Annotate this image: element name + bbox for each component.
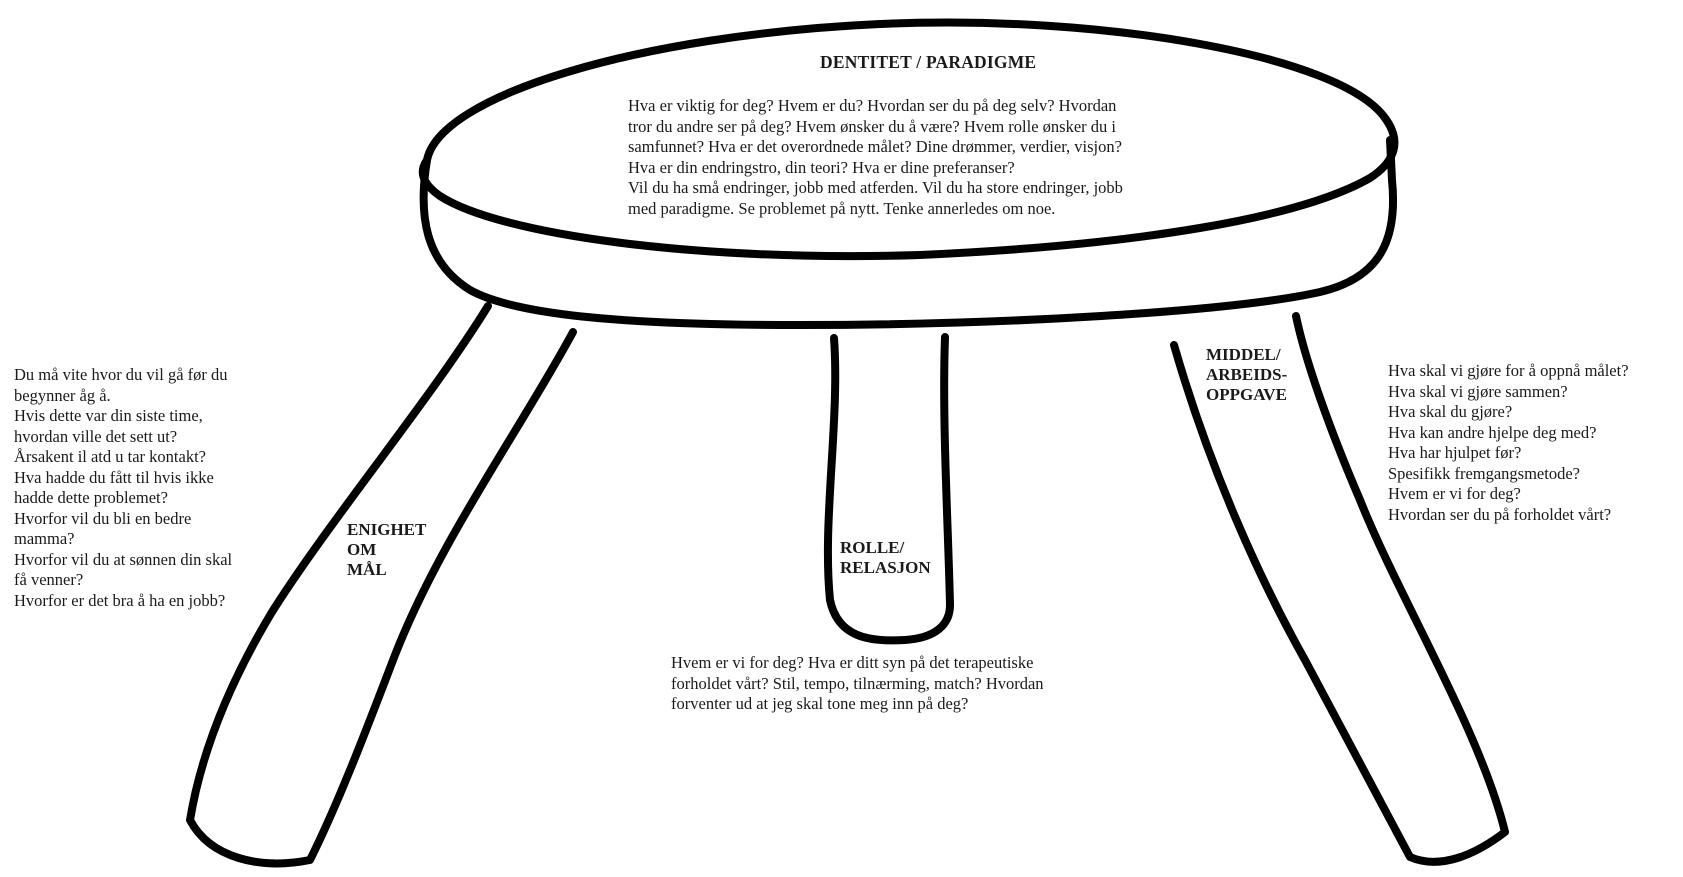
left-question-line: Du må vite hvor du vil gå før du [14, 365, 232, 386]
seat-title: DENTITET / PARADIGME [820, 52, 1036, 73]
right-question-line: Hva skal vi gjøre sammen? [1388, 382, 1629, 403]
left-question-line: hadde dette problemet? [14, 488, 232, 509]
seat-question-line: Vil du ha små endringer, jobb med atferd… [628, 178, 1123, 199]
right-leg-questions: Hva skal vi gjøre for å oppnå målet? Hva… [1388, 361, 1629, 525]
left-leg-questions: Du må vite hvor du vil gå før du begynne… [14, 365, 232, 611]
left-question-line: mamma? [14, 529, 232, 550]
seat-question-line: samfunnet? Hva er det overordnede målet?… [628, 137, 1123, 158]
middle-leg-label-line: RELASJON [840, 558, 931, 578]
left-question-line: Hvorfor vil du at sønnen din skal [14, 550, 232, 571]
right-question-line: Hva skal du gjøre? [1388, 402, 1629, 423]
middle-leg-questions: Hvem er vi for deg? Hva er ditt syn på d… [671, 653, 1044, 715]
left-question-line: Hva hadde du fått til hvis ikke [14, 468, 232, 489]
middle-question-line: forholdet vårt? Stil, tempo, tilnærming,… [671, 674, 1044, 695]
middle-leg-label-line: ROLLE/ [840, 538, 931, 558]
middle-question-line: forventer ud at jeg skal tone meg inn på… [671, 694, 1044, 715]
middle-leg-label: ROLLE/ RELASJON [840, 538, 931, 578]
right-leg-label-line: MIDDEL/ [1206, 345, 1287, 365]
right-question-line: Hva har hjulpet før? [1388, 443, 1629, 464]
seat-question-line: Hva er viktig for deg? Hvem er du? Hvord… [628, 96, 1123, 117]
left-question-line: Hvorfor vil du bli en bedre [14, 509, 232, 530]
left-leg-outline [190, 306, 573, 863]
seat-question-line: tror du andre ser på deg? Hvem ønsker du… [628, 117, 1123, 138]
right-question-line: Hva kan andre hjelpe deg med? [1388, 423, 1629, 444]
middle-question-line: Hvem er vi for deg? Hva er ditt syn på d… [671, 653, 1044, 674]
left-question-line: Hvorfor er det bra å ha en jobb? [14, 591, 232, 612]
left-question-line: begynner åg å. [14, 386, 232, 407]
left-leg-label-line: ENIGHET [347, 520, 426, 540]
right-question-line: Spesifikk fremgangsmetode? [1388, 464, 1629, 485]
right-leg-label-line: OPPGAVE [1206, 385, 1287, 405]
left-question-line: Årsakent il atd u tar kontakt? [14, 447, 232, 468]
left-question-line: Hvis dette var din siste time, [14, 406, 232, 427]
right-question-line: Hvordan ser du på forholdet vårt? [1388, 505, 1629, 526]
right-leg-label: MIDDEL/ ARBEIDS- OPPGAVE [1206, 345, 1287, 405]
seat-questions: Hva er viktig for deg? Hvem er du? Hvord… [628, 96, 1123, 219]
seat-question-line: Hva er din endringstro, din teori? Hva e… [628, 158, 1123, 179]
left-leg-label-line: OM [347, 540, 426, 560]
right-question-line: Hvem er vi for deg? [1388, 484, 1629, 505]
left-leg-label-line: MÅL [347, 560, 426, 580]
seat-question-line: med paradigme. Se problemet på nytt. Ten… [628, 199, 1123, 220]
left-question-line: hvordan ville det sett ut? [14, 427, 232, 448]
left-question-line: få venner? [14, 570, 232, 591]
middle-leg-outline [828, 337, 950, 640]
right-leg-label-line: ARBEIDS- [1206, 365, 1287, 385]
right-question-line: Hva skal vi gjøre for å oppnå målet? [1388, 361, 1629, 382]
left-leg-label: ENIGHET OM MÅL [347, 520, 426, 580]
